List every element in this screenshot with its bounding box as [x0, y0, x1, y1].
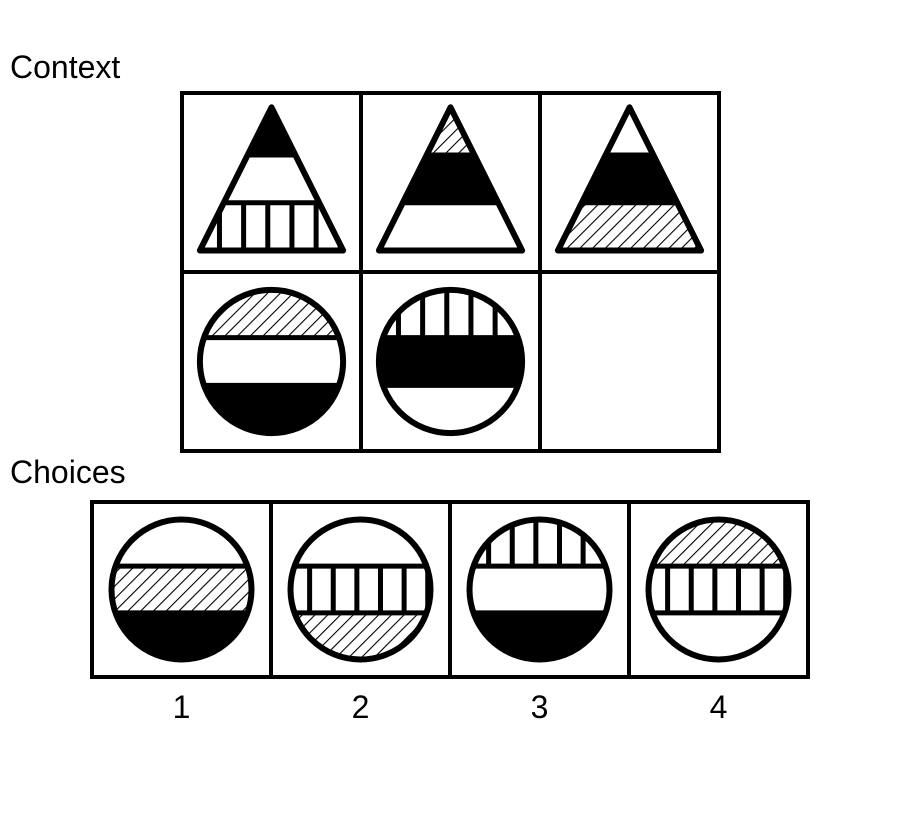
- band-solid: [378, 337, 523, 386]
- context-heading: Context: [10, 49, 121, 85]
- triangle-outline: [375, 104, 526, 254]
- band-solid: [378, 155, 523, 203]
- band-solid: [557, 155, 702, 203]
- circle-outline: [645, 516, 792, 663]
- band-vertical-stripes: [199, 202, 344, 251]
- triangle-outline: [554, 104, 705, 254]
- triangle-figure: [554, 104, 705, 254]
- circle-figure: [466, 516, 613, 663]
- choice-number-4: 4: [709, 689, 728, 725]
- band-diagonal-hatch: [378, 107, 523, 156]
- triangle-figure: [196, 104, 347, 254]
- choice-cell-4[interactable]: [627, 500, 810, 679]
- triangle-outline: [196, 104, 347, 254]
- band-diagonal-hatch: [111, 566, 252, 613]
- circle-outline: [375, 286, 526, 437]
- band-solid: [199, 107, 344, 156]
- circle-figure: [645, 516, 792, 663]
- band-white: [199, 337, 344, 386]
- choice-number-3: 3: [530, 689, 549, 725]
- context-cell-r2-c3: [538, 270, 721, 453]
- circle-figure: [375, 286, 526, 437]
- circle-figure: [196, 286, 347, 437]
- band-vertical-stripes: [648, 566, 789, 613]
- band-white: [469, 566, 610, 613]
- circle-outline: [287, 516, 434, 663]
- circle-outline: [108, 516, 255, 663]
- band-vertical-stripes: [290, 566, 431, 613]
- triangle-figure: [375, 104, 526, 254]
- choice-number-1: 1: [172, 689, 191, 725]
- choices-heading: Choices: [10, 454, 126, 490]
- circle-figure: [108, 516, 255, 663]
- context-grid: [180, 91, 721, 453]
- circle-figure: [287, 516, 434, 663]
- choice-strip: [90, 500, 810, 679]
- circle-outline: [466, 516, 613, 663]
- band-white: [199, 155, 344, 203]
- band-white: [378, 202, 523, 251]
- choice-number-2: 2: [351, 689, 370, 725]
- band-white: [557, 107, 702, 156]
- circle-outline: [196, 286, 347, 437]
- band-diagonal-hatch: [557, 202, 702, 251]
